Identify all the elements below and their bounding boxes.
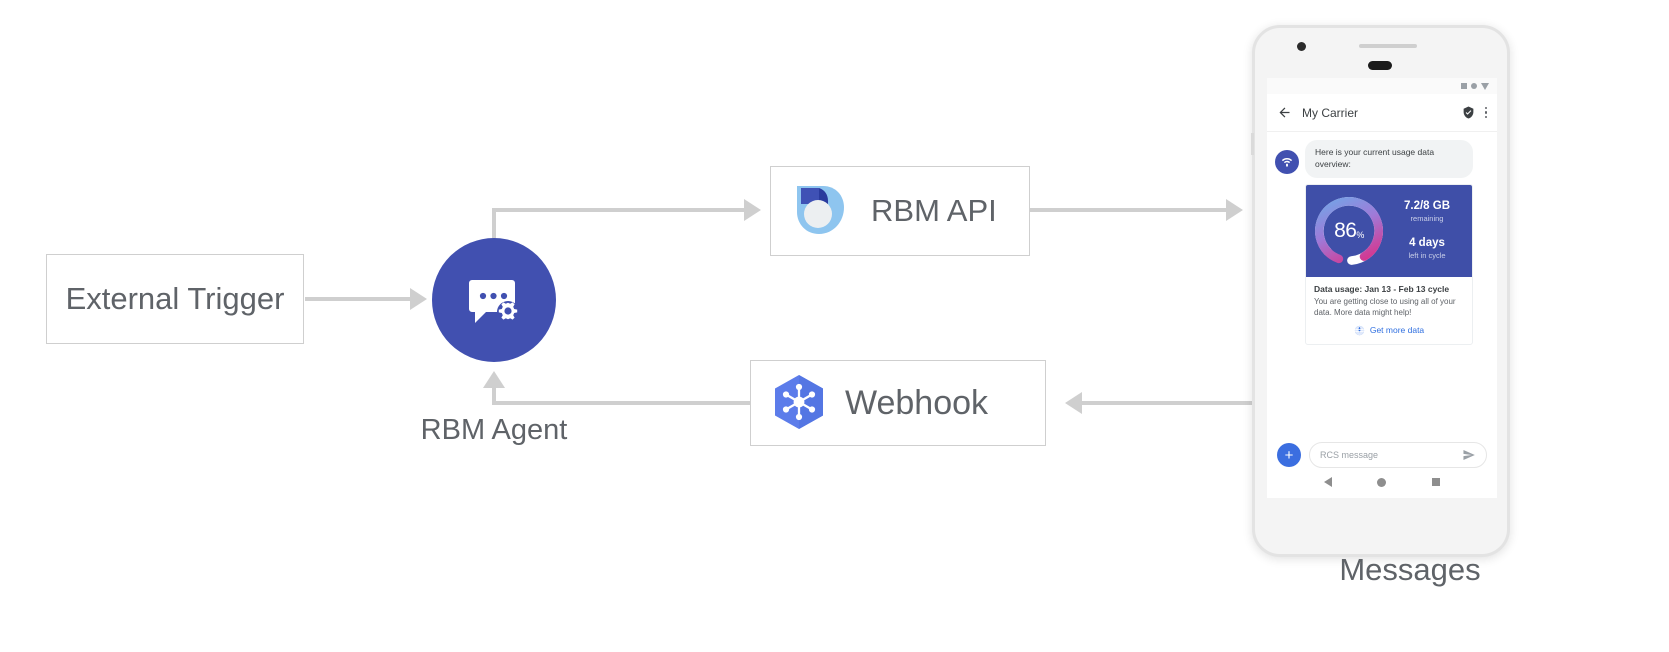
data-usage-donut-chart: 86% (1310, 192, 1388, 270)
donut-svg (1315, 196, 1383, 265)
phone-screen: My Carrier Here i (1267, 78, 1497, 498)
connector-agent-up (492, 208, 496, 260)
get-more-data-label: Get more data (1369, 325, 1425, 336)
connector-api-to-phone (1030, 208, 1226, 212)
rbm-api-label: RBM API (871, 193, 997, 228)
card-hero: 86% 7.2/8 GB remaining 4 days left in cy… (1306, 184, 1472, 277)
arrowhead-agent-to-api (744, 199, 761, 221)
rcs-agent-icon (1275, 150, 1299, 174)
android-nav-bar (1267, 470, 1497, 494)
days-left-value: 4 days (1409, 236, 1445, 249)
plus-icon[interactable]: + (1277, 443, 1301, 467)
rich-card[interactable]: 86% 7.2/8 GB remaining 4 days left in cy… (1305, 183, 1473, 345)
triangle-down-icon (1481, 82, 1489, 90)
external-trigger-label: External Trigger (65, 281, 285, 316)
arrowhead-webhook-to-agent (483, 371, 505, 388)
connector-trigger-to-agent (305, 297, 410, 301)
data-remaining-sublabel: remaining (1410, 214, 1444, 224)
node-webhook[interactable]: Webhook (750, 360, 1046, 446)
messages-label: Messages (1339, 552, 1481, 587)
hero-stats: 7.2/8 GB remaining 4 days left in cycle (1388, 200, 1466, 261)
phone-mockup: My Carrier Here i (1251, 25, 1510, 557)
connector-phone-to-webhook (1082, 401, 1260, 405)
phone-camera (1297, 42, 1306, 51)
webhook-label: Webhook (845, 383, 989, 422)
cloud-functions-hexagon-icon (775, 375, 823, 429)
arrowhead-api-to-phone (1226, 199, 1243, 221)
arrow-left-icon[interactable] (1277, 105, 1292, 120)
app-bar-title: My Carrier (1302, 105, 1358, 120)
arrowhead-trigger-to-agent (410, 288, 427, 310)
rcs-message-input[interactable]: RCS message (1309, 442, 1487, 468)
status-bar (1267, 78, 1497, 94)
phone-earpiece (1368, 61, 1392, 70)
app-bar: My Carrier (1267, 94, 1497, 132)
connector-agent-to-api (492, 208, 744, 212)
globe-icon (1354, 325, 1364, 336)
arrowhead-phone-to-webhook (1065, 392, 1082, 414)
days-left-sublabel: left in cycle (1408, 250, 1446, 260)
donut-percent-symbol: % (1356, 229, 1364, 240)
card-description: You are getting close to using all of yo… (1314, 296, 1456, 318)
nav-recents-icon[interactable] (1432, 478, 1441, 486)
get-more-data-button[interactable]: Get more data (1314, 325, 1464, 336)
node-external-trigger[interactable]: External Trigger (46, 254, 304, 344)
connector-webhook-to-agent (492, 401, 750, 405)
square-icon (1461, 83, 1467, 89)
kebab-menu-icon[interactable] (1484, 106, 1487, 119)
node-rbm-api[interactable]: RBM API (770, 166, 1030, 256)
circle-icon (1471, 83, 1477, 89)
data-remaining-value: 7.2/8 GB (1403, 200, 1451, 213)
card-title: Data usage: Jan 13 - Feb 13 cycle (1314, 283, 1450, 294)
phone-side-button (1251, 133, 1254, 155)
donut-center-label: 86% (1310, 192, 1388, 270)
nav-home-icon[interactable] (1377, 477, 1387, 487)
message-thread: Here is your current usage data overview… (1267, 132, 1497, 345)
rbm-api-droplet-icon (797, 186, 844, 234)
rbm-agent-label: RBM Agent (420, 414, 568, 446)
donut-percent-value: 86 (1334, 218, 1357, 242)
rcs-signal-glyph (1281, 157, 1293, 167)
nav-back-icon[interactable] (1323, 477, 1332, 487)
message-composer: + RCS message (1267, 442, 1497, 468)
shield-check-icon[interactable] (1462, 106, 1475, 119)
send-icon[interactable] (1462, 448, 1476, 462)
connector-agent-up-stub (492, 388, 496, 405)
agent-message-bubble: Here is your current usage data overview… (1305, 140, 1473, 178)
phone-sensor-strip (1359, 44, 1417, 48)
node-rbm-agent[interactable] (432, 238, 556, 362)
chat-gear-icon (469, 280, 519, 323)
message-row: Here is your current usage data overview… (1275, 140, 1489, 178)
rcs-message-placeholder: RCS message (1320, 450, 1379, 460)
card-body: Data usage: Jan 13 - Feb 13 cycle You ar… (1306, 277, 1472, 344)
